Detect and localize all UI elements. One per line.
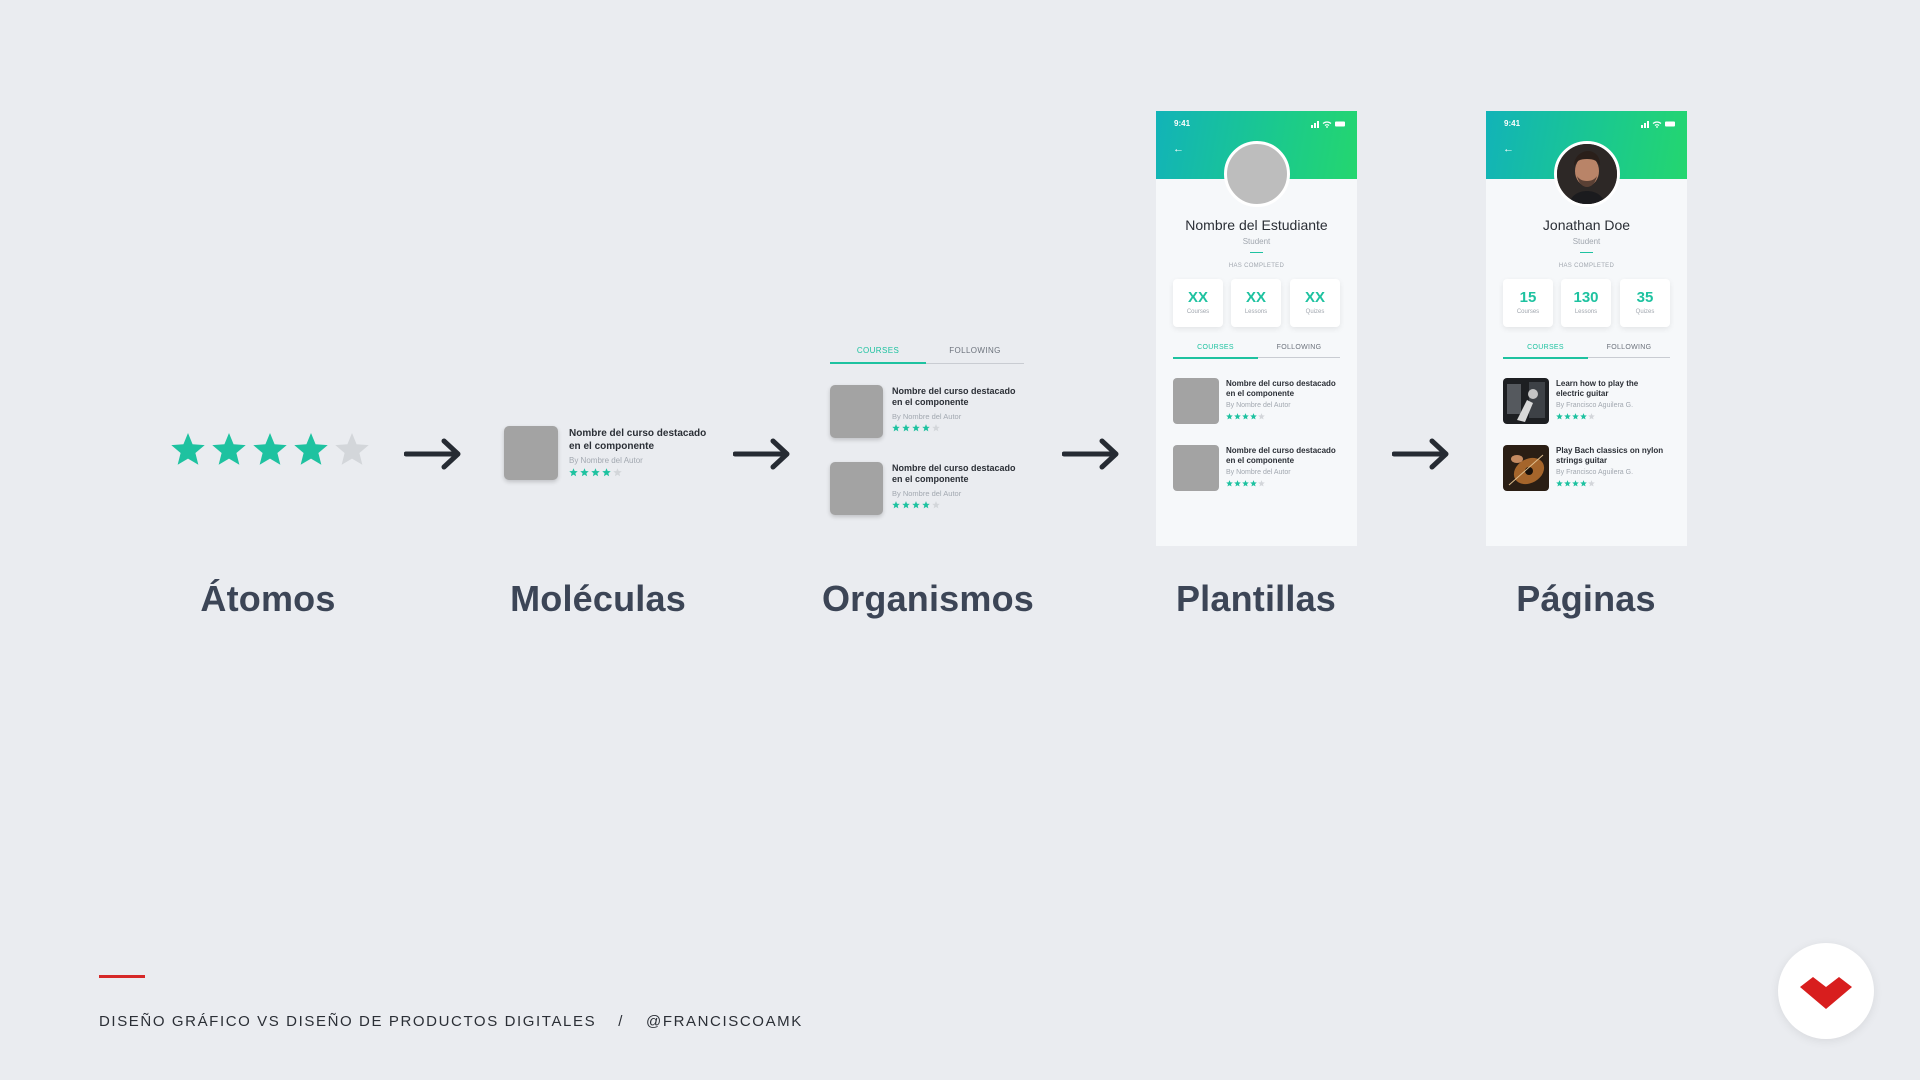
profile-name: Nombre del Estudiante — [1156, 217, 1357, 233]
course-image-guitar — [1503, 378, 1549, 424]
rating-stars — [569, 468, 622, 477]
organism-tabs: COURSES FOLLOWING — [830, 346, 1024, 364]
star-icon — [602, 468, 611, 477]
tab-courses[interactable]: COURSES — [1173, 344, 1258, 359]
avatar-photo — [1554, 141, 1620, 207]
star-icon — [912, 501, 920, 509]
completed-label: HAS COMPLETED — [1486, 263, 1687, 269]
course-thumbnail — [504, 426, 558, 480]
stage-label-pages: Páginas — [1436, 578, 1736, 620]
star-icon — [591, 468, 600, 477]
star-icon — [892, 501, 900, 509]
profile-role: Student — [1486, 237, 1687, 246]
completed-label: HAS COMPLETED — [1156, 263, 1357, 269]
star-icon — [569, 468, 578, 477]
template-phone: 9:41 ← Nombre del Estudiante Student HAS… — [1156, 111, 1357, 546]
course-author: By Nombre del Autor — [892, 489, 961, 498]
star-icon — [580, 468, 589, 477]
tab-courses[interactable]: COURSES — [830, 346, 926, 364]
star-icon — [922, 424, 930, 432]
rating-stars — [1556, 480, 1595, 487]
status-icons — [1641, 120, 1677, 128]
star-icon — [252, 433, 288, 467]
footer-separator: / — [618, 1013, 624, 1030]
rating-stars — [1226, 413, 1265, 420]
back-arrow-icon[interactable]: ← — [1503, 143, 1514, 155]
star-icon — [902, 424, 910, 432]
star-icon — [293, 433, 329, 467]
arrow-right-icon — [404, 436, 464, 472]
star-icon — [902, 501, 910, 509]
rating-stars — [1556, 413, 1595, 420]
arrow-right-icon — [1062, 436, 1122, 472]
star-icon — [892, 424, 900, 432]
tab-courses[interactable]: COURSES — [1503, 344, 1588, 359]
course-author: By Nombre del Autor — [892, 412, 961, 421]
star-icon — [211, 433, 247, 467]
rating-stars — [1226, 480, 1265, 487]
course-author: By Nombre del Autor — [1226, 469, 1291, 476]
status-time: 9:41 — [1504, 119, 1520, 128]
star-empty-icon — [613, 468, 622, 477]
course-image-nylon-guitar — [1503, 445, 1549, 491]
avatar-placeholder — [1224, 141, 1290, 207]
star-empty-icon — [334, 433, 370, 467]
course-thumbnail — [1173, 445, 1219, 491]
star-icon — [912, 424, 920, 432]
star-empty-icon — [932, 424, 940, 432]
course-thumbnail — [830, 385, 883, 438]
accent-line — [99, 975, 145, 978]
course-author: By Nombre del Autor — [1226, 402, 1291, 409]
course-title: Nombre del curso destacado en el compone… — [892, 386, 1027, 409]
back-arrow-icon[interactable]: ← — [1173, 143, 1184, 155]
course-author: By Francisco Aguilera G. — [1556, 402, 1633, 409]
tab-following[interactable]: FOLLOWING — [926, 346, 1024, 364]
course-author: By Francisco Aguilera G. — [1556, 469, 1633, 476]
brand-logo-icon — [1778, 943, 1874, 1039]
arrow-right-icon — [733, 436, 793, 472]
footer-handle: @FRANCISCOAMK — [646, 1013, 803, 1030]
footer: DISEÑO GRÁFICO VS DISEÑO DE PRODUCTOS DI… — [99, 1013, 803, 1030]
divider — [1580, 252, 1593, 253]
stage-label-organisms: Organismos — [778, 578, 1078, 620]
organism-course-item[interactable]: Nombre del curso destacado en el compone… — [830, 462, 1030, 518]
tab-following[interactable]: FOLLOWING — [1588, 344, 1670, 358]
course-author: By Nombre del Autor — [569, 456, 643, 465]
arrow-right-icon — [1392, 436, 1452, 472]
brand-logo — [1778, 943, 1874, 1039]
star-icon — [170, 433, 206, 467]
course-thumbnail — [830, 462, 883, 515]
organism-course-item[interactable]: Nombre del curso destacado en el compone… — [830, 385, 1030, 441]
course-title: Nombre del curso destacado en el compone… — [569, 428, 719, 453]
stage-label-molecules: Moléculas — [448, 578, 748, 620]
molecule-card: Nombre del curso destacado en el compone… — [504, 426, 724, 486]
footer-title: DISEÑO GRÁFICO VS DISEÑO DE PRODUCTOS DI… — [99, 1013, 596, 1030]
rating-stars — [892, 424, 940, 432]
stage-label-templates: Plantillas — [1106, 578, 1406, 620]
profile-name: Jonathan Doe — [1486, 217, 1687, 233]
star-icon — [922, 501, 930, 509]
stage-label-atoms: Átomos — [118, 578, 418, 620]
atom-stars — [170, 433, 370, 467]
divider — [1250, 252, 1263, 253]
rating-stars — [892, 501, 940, 509]
course-thumbnail — [1173, 378, 1219, 424]
status-time: 9:41 — [1174, 119, 1190, 128]
tab-following[interactable]: FOLLOWING — [1258, 344, 1340, 358]
course-title: Nombre del curso destacado en el compone… — [892, 463, 1027, 486]
star-empty-icon — [932, 501, 940, 509]
status-icons — [1311, 120, 1347, 128]
profile-role: Student — [1156, 237, 1357, 246]
page-phone: 9:41 ← Jonathan Doe Student HAS COMPLETE… — [1486, 111, 1687, 546]
